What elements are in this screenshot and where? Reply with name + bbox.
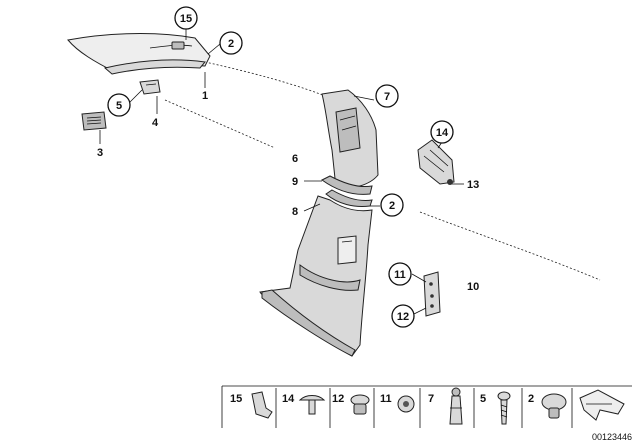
callout-15: 15: [174, 6, 198, 30]
legend-icon-nut-11: [397, 395, 415, 413]
callout-11: 11: [388, 262, 412, 286]
part-plate-10: [423, 271, 441, 317]
callout-2-upper: 2: [219, 31, 243, 55]
part-grille-3: [81, 111, 107, 131]
legend-icon-push-pin-14: [298, 395, 326, 415]
svg-text:2: 2: [228, 38, 234, 50]
legend-label-14: 14: [282, 393, 295, 405]
callout-5: 5: [107, 93, 131, 117]
leader-5: [129, 89, 143, 103]
callout-14: 14: [430, 120, 454, 144]
leader-2a: [207, 43, 221, 55]
legend-label-7: 7: [428, 393, 434, 405]
leader-11: [411, 273, 427, 283]
legend-label-15: 15: [230, 393, 242, 405]
ref-line-middle: [164, 99, 276, 149]
legend-icon-expansion-rivet-7: [449, 387, 463, 425]
legend-icon-clip-2: [541, 393, 567, 419]
part-strip-8: [325, 189, 373, 207]
fastener-legend: 15 14 12 11 7 5: [221, 385, 632, 428]
ref-line-upper: [204, 61, 336, 101]
leader-7: [353, 95, 375, 101]
part-a-pillar-trim: [67, 33, 211, 75]
leader-8: [303, 203, 321, 212]
part-b-pillar-upper: [321, 89, 379, 189]
callout-2-middle: 2: [380, 193, 404, 217]
label-10: 10: [467, 281, 479, 293]
part-bracket-13: [417, 139, 455, 185]
callout-7: 7: [375, 84, 399, 108]
part-b-pillar-lower: [259, 195, 373, 357]
part-strip-9: [321, 175, 373, 195]
ref-line-right: [419, 211, 601, 281]
part-clip-4: [139, 79, 161, 95]
label-1: 1: [202, 90, 208, 102]
label-3: 3: [97, 147, 103, 159]
leader-12: [413, 307, 427, 315]
legend-icon-rivet-12: [350, 394, 370, 415]
label-4: 4: [152, 117, 159, 129]
callout-12: 12: [391, 304, 415, 328]
svg-text:14: 14: [436, 127, 449, 139]
legend-label-5: 5: [480, 393, 486, 405]
label-8: 8: [292, 206, 298, 218]
svg-text:15: 15: [180, 13, 192, 25]
svg-text:12: 12: [397, 311, 409, 323]
legend-label-11: 11: [380, 393, 392, 405]
label-6: 6: [292, 153, 298, 165]
svg-text:7: 7: [384, 91, 390, 103]
legend-icon-clip-15: [251, 391, 273, 419]
label-13: 13: [467, 179, 479, 191]
legend-label-12: 12: [332, 393, 344, 405]
svg-text:2: 2: [389, 200, 395, 212]
diagram-number: 00123446: [592, 432, 632, 442]
label-9: 9: [292, 176, 298, 188]
svg-text:11: 11: [394, 269, 406, 281]
legend-icon-arrow: [579, 389, 625, 421]
legend-label-2: 2: [528, 393, 534, 405]
svg-text:5: 5: [116, 100, 122, 112]
legend-icon-screw-5: [497, 391, 511, 425]
